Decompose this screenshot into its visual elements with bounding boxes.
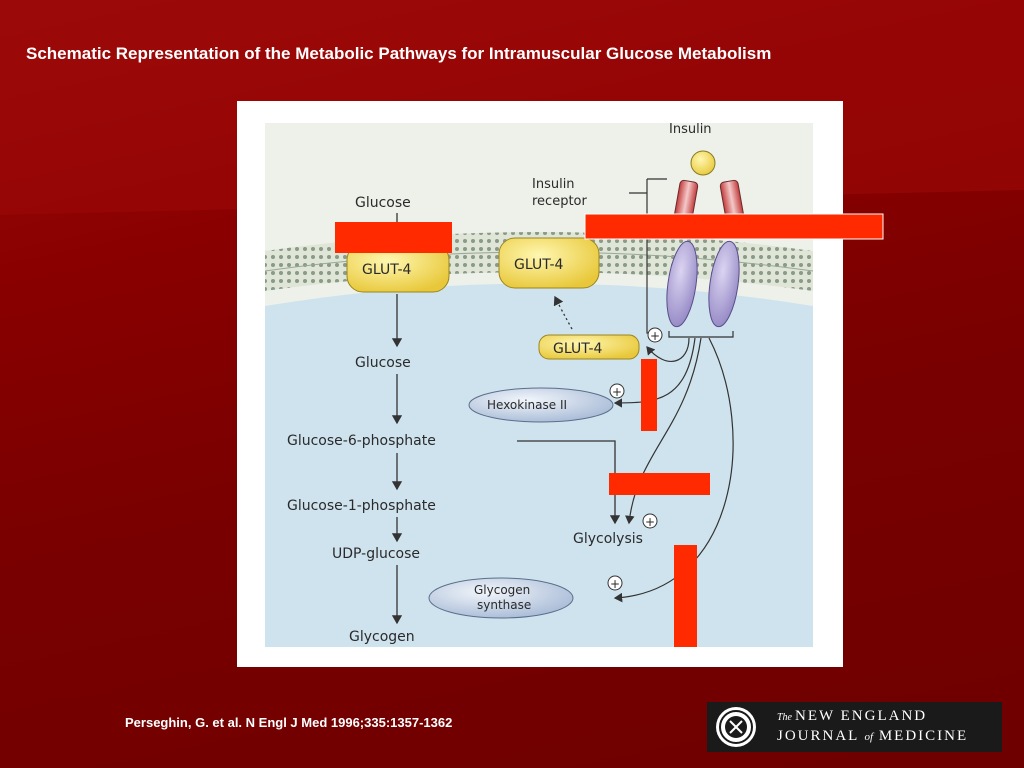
svg-text:+: + [650,329,660,343]
hexokinase-ii-label: Hexokinase II [487,398,567,412]
glucose-outside-label: Glucose [355,195,411,211]
svg-text:+: + [610,577,620,591]
glucose-6-phosphate-label: Glucose-6-phosphate [287,433,436,449]
glut4-transporter-right-label: GLUT-4 [514,257,564,273]
insulin-receptor-beta-right [708,240,740,328]
glycogen-synthase-label-2: synthase [477,598,531,612]
nejm-new-england: NEW ENGLAND [795,708,928,724]
plus-icon [607,575,623,591]
highlight-bar-receptor [584,213,884,240]
glucose-inside-label: Glucose [355,355,411,371]
glycogen-synthase-label-1: Glycogen [474,583,530,597]
insulin-molecule [690,150,716,176]
glycogen-synthase-enzyme [428,577,574,619]
plus-icon [609,383,625,399]
insulin-receptor-beta-left [666,240,698,328]
nejm-the: The [777,712,792,723]
figure-frame: Insulin Insulin receptor GLUT-4 GLUT-4 G… [237,101,843,667]
svg-text:+: + [645,515,655,529]
glut4-transporter-left-label: GLUT-4 [362,262,412,278]
glut4-vesicle-label: GLUT-4 [553,341,603,357]
plus-icon [642,513,658,529]
glut4-vesicle [538,334,640,360]
udp-glucose-label: UDP-glucose [332,546,420,562]
highlight-bar-glycolysis [609,473,710,495]
glycolysis-label: Glycolysis [573,531,643,547]
highlight-bar-glycogen-synthase [674,545,697,647]
highlight-bar-glut4 [335,222,452,253]
metabolic-pathway-diagram: Insulin Insulin receptor GLUT-4 GLUT-4 G… [264,122,814,647]
glucose-1-phosphate-label: Glucose-1-phosphate [287,498,436,514]
nejm-of: of [864,731,874,743]
insulin-label: Insulin [669,122,712,137]
nejm-journal: JOURNAL [777,728,859,744]
svg-text:+: + [612,385,622,399]
slide-title: Schematic Representation of the Metaboli… [26,44,772,63]
nejm-seal-icon [716,707,756,747]
plus-icon [647,327,663,343]
insulin-receptor-label-1: Insulin [532,177,575,192]
highlight-bar-hexokinase [641,359,657,431]
citation: Perseghin, G. et al. N Engl J Med 1996;3… [125,715,453,730]
glut4-transporter-right [498,237,600,289]
insulin-receptor-label-2: receptor [532,194,588,209]
hexokinase-ii-enzyme [468,387,614,423]
nejm-medicine: MEDICINE [878,728,969,744]
glycogen-label: Glycogen [349,629,415,645]
